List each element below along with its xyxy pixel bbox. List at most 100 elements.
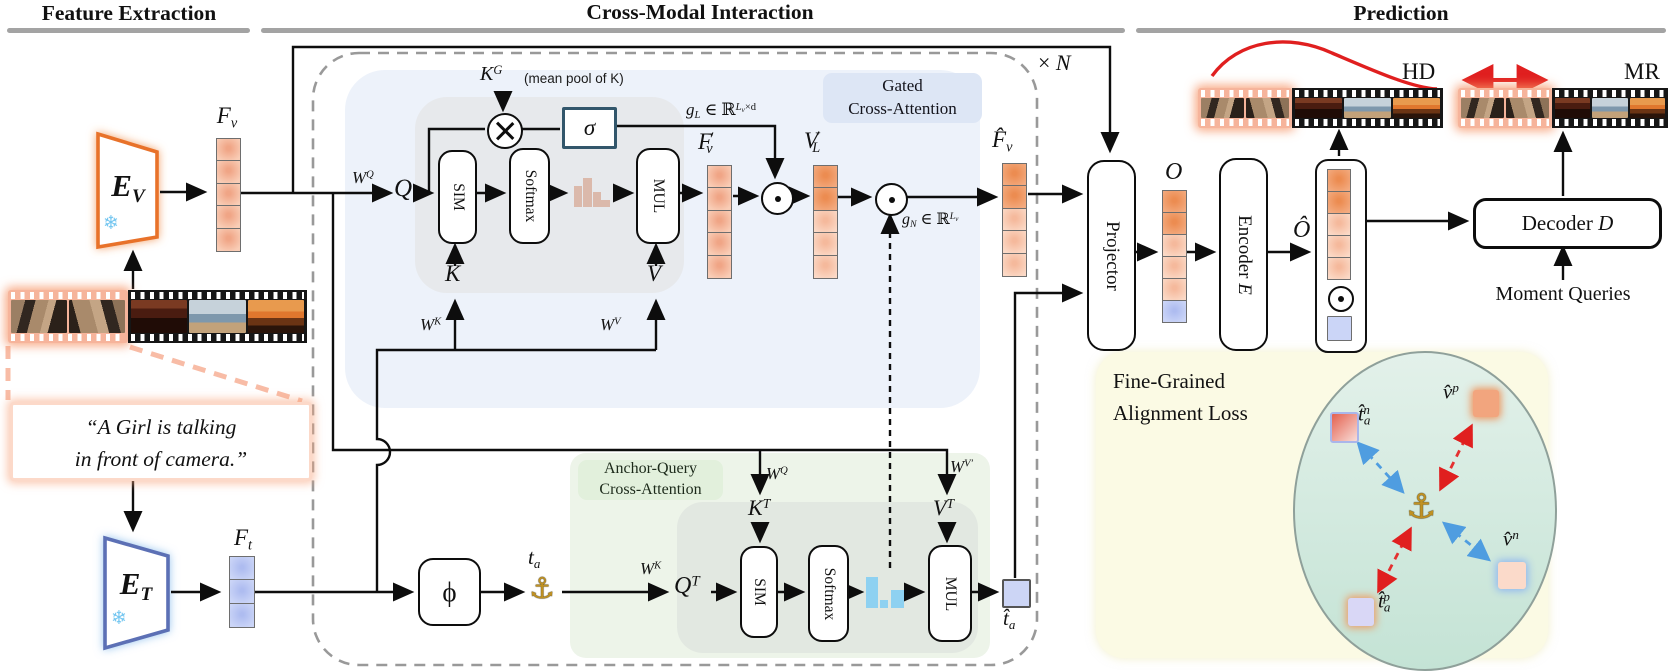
wq-anchor-projection-label: WQ xyxy=(766,464,788,483)
vl-prime-column xyxy=(813,165,838,279)
kg-note: (mean pool of K) xyxy=(524,71,624,86)
video-frame xyxy=(1506,98,1549,118)
mul-box-gated: MUL xyxy=(636,148,680,244)
highlighted-moment-segment xyxy=(8,290,128,343)
video-frame xyxy=(1295,98,1342,118)
gn-gate-label: gN ∈ ℝLv xyxy=(902,211,959,230)
input-video-filmstrip xyxy=(8,290,307,343)
phi-anchor-generator-box: ϕ xyxy=(418,558,481,626)
video-frame xyxy=(1344,98,1391,118)
key-label: K xyxy=(445,261,461,286)
ft-feature-column xyxy=(229,556,255,628)
video-frame xyxy=(189,300,246,333)
video-frame xyxy=(1629,98,1665,118)
vl-prime-label: V′L xyxy=(804,128,821,157)
o-label: O xyxy=(1165,159,1183,185)
mr-label: MR xyxy=(1624,59,1660,84)
positive-text-label: t̂ap xyxy=(1378,588,1391,615)
softmax-box-gated: Softmax xyxy=(509,148,550,244)
value-label: V xyxy=(647,261,662,286)
qt-label: QT xyxy=(674,573,700,599)
vt-label: VT xyxy=(933,495,955,520)
projector-box: Projector xyxy=(1087,160,1136,351)
sim-box-gated: SIM xyxy=(438,150,477,244)
video-frame xyxy=(11,300,67,333)
wk-anchor-projection-label: WK xyxy=(640,559,662,578)
frozen-snowflake-icon: ❄ xyxy=(111,607,127,629)
text-encoder-label: ET xyxy=(119,566,153,605)
hd-saliency-curve xyxy=(1210,40,1438,91)
multiply-otimes-icon xyxy=(487,113,523,149)
section-underline-left xyxy=(7,28,250,33)
video-frame xyxy=(1246,98,1289,118)
gl-gate-label: gL ∈ ℝLv×d xyxy=(686,100,757,122)
ta-hat-cell xyxy=(1002,579,1031,608)
repeat-n-label: × N xyxy=(1038,50,1071,75)
video-frame xyxy=(1201,98,1244,118)
video-encoder-label: EV xyxy=(111,168,145,207)
fv-feature-column xyxy=(216,138,241,252)
video-to-text-dashed-links xyxy=(5,344,303,404)
fv-prime-label: F′v xyxy=(698,129,714,158)
video-frame xyxy=(69,300,125,333)
wv-prime-projection-label: WV′ xyxy=(950,457,973,476)
kt-label: KT xyxy=(748,495,771,520)
kg-label: KG xyxy=(480,63,503,86)
hd-label: HD xyxy=(1402,59,1436,84)
positive-video-label: v̂p xyxy=(1443,379,1459,404)
text-token-cell xyxy=(1327,316,1352,341)
o-feature-column xyxy=(1162,190,1187,324)
ft-label: Ft xyxy=(233,525,253,554)
o-hat-column xyxy=(1327,169,1351,281)
text-feature-line-with-hop xyxy=(375,348,656,592)
anchor-icon: ⚓ xyxy=(529,571,555,605)
negative-text-label: t̂an xyxy=(1358,401,1371,428)
positive-text-sample xyxy=(1348,598,1374,626)
positive-video-sample xyxy=(1473,390,1499,417)
fv-prime-column xyxy=(707,165,732,279)
query-label: Q xyxy=(394,175,413,202)
wq-projection-label: WQ xyxy=(352,168,374,187)
wv-projection-label: WV xyxy=(600,315,621,334)
negative-video-label: v̂n xyxy=(1503,526,1519,551)
elementwise-product-icon xyxy=(761,182,794,215)
ta-hat-label: t̂a xyxy=(1003,606,1016,632)
mul-box-anchor: MUL xyxy=(928,545,972,642)
positive-pair-arrows xyxy=(1377,423,1473,594)
attention-histogram-gated xyxy=(574,178,610,207)
text-query-box: “A Girl is talking in front of camera.” xyxy=(10,402,312,481)
saliency-product-icon xyxy=(1328,286,1354,312)
video-frame xyxy=(1555,98,1591,118)
section-underline-center xyxy=(261,28,1125,33)
moment-queries-label: Moment Queries xyxy=(1495,283,1631,305)
sim-box-anchor: SIM xyxy=(740,546,778,638)
fv-hat-label: F̂v xyxy=(992,127,1013,156)
text-encoder-shape xyxy=(103,535,170,651)
anchor-icon-center: ⚓ xyxy=(1406,487,1437,527)
fv-label: Fv xyxy=(216,103,238,132)
attention-histogram-anchor xyxy=(866,577,904,608)
negative-text-sample xyxy=(1330,412,1359,443)
softmax-box-anchor: Softmax xyxy=(808,545,849,642)
video-frame xyxy=(1461,98,1504,118)
frozen-snowflake-icon: ❄ xyxy=(103,212,119,234)
wk-projection-label: WK xyxy=(420,315,442,334)
section-title-feature-extraction: Feature Extraction xyxy=(41,1,217,25)
query-line-2: in front of camera.” xyxy=(74,447,248,472)
decoder-box: Decoder D xyxy=(1473,198,1662,249)
video-frame xyxy=(1393,98,1440,118)
video-frame xyxy=(131,300,188,333)
query-line-1: “A Girl is talking xyxy=(85,415,237,439)
encoder-box: Encoder E xyxy=(1219,158,1268,351)
section-underline-right xyxy=(1136,28,1666,33)
negative-video-sample xyxy=(1498,562,1526,589)
video-encoder-shape xyxy=(96,131,159,250)
o-hat-label: Ô xyxy=(1293,217,1311,243)
section-title-cross-modal: Cross-Modal Interaction xyxy=(586,0,814,24)
video-frame xyxy=(247,300,304,333)
